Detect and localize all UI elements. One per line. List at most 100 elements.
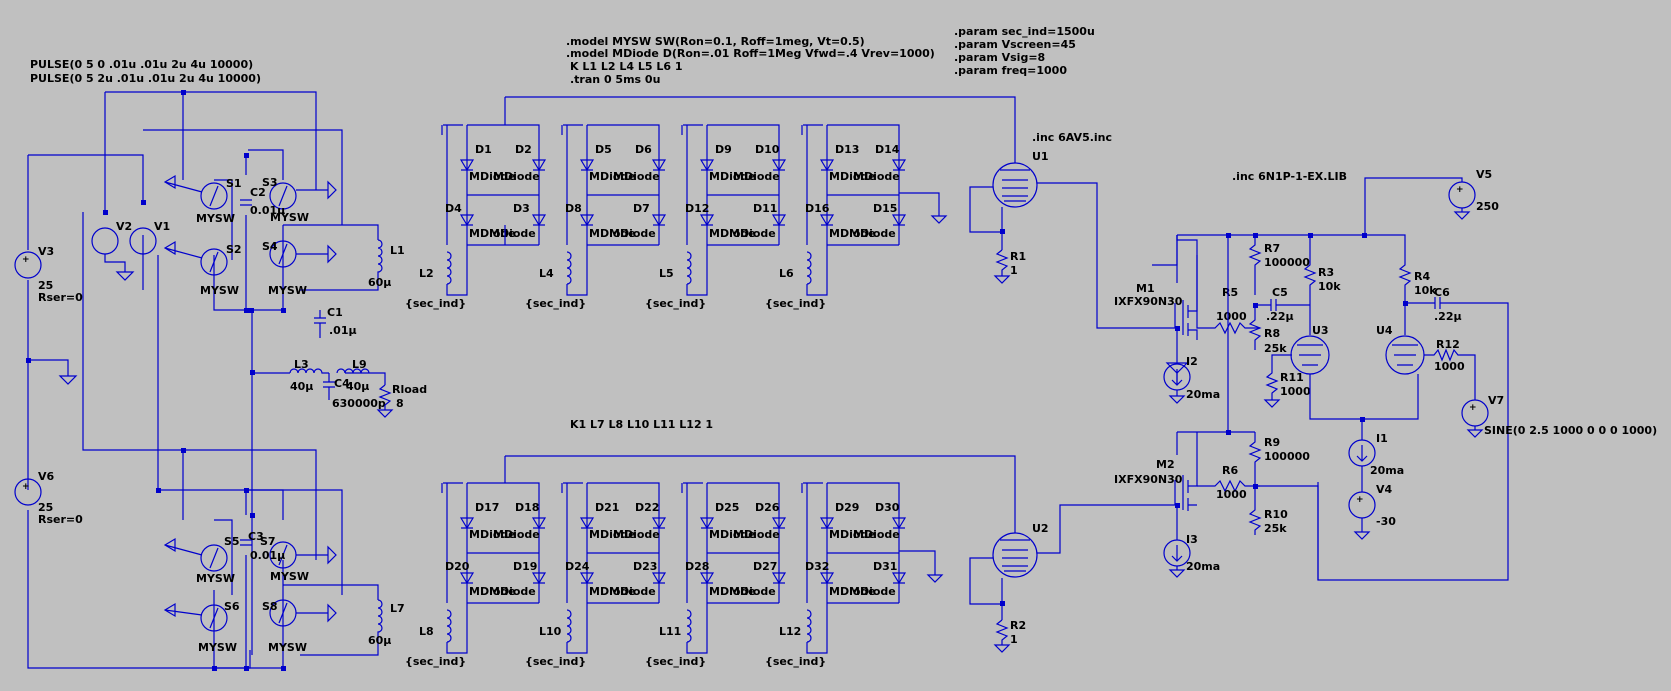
l9-value: 40µ [346, 380, 369, 393]
d19-model: MDiode [489, 585, 536, 598]
coupling-k1-directive: K1 L7 L8 L10 L11 L12 1 [570, 418, 713, 431]
l6-label: L6 [779, 267, 794, 280]
d11-model: MDiode [729, 227, 776, 240]
i3-label: I3 [1186, 533, 1198, 546]
diode-31 [891, 572, 907, 585]
i1-value: 20ma [1370, 464, 1404, 477]
l10-label: L10 [539, 625, 562, 638]
d23-label: D23 [633, 560, 657, 573]
model-sw-directive: .model MYSW SW(Ron=0.1, Roff=1meg, Vt=0.… [566, 35, 865, 48]
s5-label: S5 [224, 535, 240, 548]
d2-model: MDiode [493, 170, 540, 183]
model-diode-directive: .model MDiode D(Ron=.01 Roff=1Meg Vfwd=.… [566, 47, 935, 60]
d13-model: MDiode [829, 170, 876, 183]
d28-model: MDiode [709, 585, 756, 598]
l6-value: {sec_ind} [765, 297, 826, 310]
r6-value: 1000 [1216, 488, 1247, 501]
tran-directive: .tran 0 5ms 0u [570, 73, 660, 86]
d10-label: D10 [755, 143, 780, 156]
d6-model: MDiode [613, 170, 660, 183]
u3-label: U3 [1312, 324, 1329, 337]
r7-label: R7 [1264, 242, 1280, 255]
diode-21 [579, 517, 595, 530]
m2-label: M2 [1156, 458, 1175, 471]
pulse1-directive: PULSE(0 5 0 .01u .01u 2u 4u 10000) [30, 58, 253, 71]
diode-2 [531, 159, 547, 172]
diode-13 [819, 159, 835, 172]
d8-model: MDiode [589, 227, 636, 240]
d5-model: MDiode [589, 170, 636, 183]
l7-label: L7 [390, 602, 405, 615]
v5-value: 250 [1476, 200, 1499, 213]
diode-14 [891, 159, 907, 172]
spice-directives: PULSE(0 5 0 .01u .01u 2u 4u 10000) PULSE… [30, 25, 1347, 431]
u4-label: U4 [1376, 324, 1393, 337]
diode-12 [699, 214, 715, 227]
d21-label: D21 [595, 501, 619, 514]
v7-value: SINE(0 2.5 1000 0 0 0 1000) [1484, 424, 1657, 437]
l2-label: L2 [419, 267, 434, 280]
r10-label: R10 [1264, 508, 1288, 521]
c6-label: C6 [1434, 286, 1450, 299]
r4-value: 10k [1414, 284, 1437, 297]
coil-L12 [806, 609, 812, 643]
d22-model: MDiode [613, 528, 660, 541]
d22-label: D22 [635, 501, 659, 514]
coupling-k-directive: K L1 L2 L4 L5 L6 1 [570, 60, 682, 73]
v6-value: 25 [38, 501, 53, 514]
l8-value: {sec_ind} [405, 655, 466, 668]
diode-27 [771, 572, 787, 585]
param-sec-ind: .param sec_ind=1500u [954, 25, 1095, 38]
diode-7 [651, 214, 667, 227]
d31-label: D31 [873, 560, 897, 573]
pulse2-directive: PULSE(0 5 2u .01u .01u 2u 4u 10000) [30, 72, 261, 85]
r9-value: 100000 [1264, 450, 1310, 463]
diode-28 [699, 572, 715, 585]
d27-model: MDiode [729, 585, 776, 598]
d25-model: MDiode [709, 528, 756, 541]
svg-text:+: + [1356, 495, 1364, 505]
d15-model: MDiode [849, 227, 896, 240]
d15-label: D15 [873, 202, 897, 215]
svg-text:+: + [22, 255, 30, 265]
d7-model: MDiode [609, 227, 656, 240]
d17-model: MDiode [469, 528, 516, 541]
svg-text:+: + [22, 482, 30, 492]
s1-label: S1 [226, 177, 242, 190]
l8-label: L8 [419, 625, 434, 638]
c4-value: 630000p [332, 397, 386, 410]
v6-label: V6 [38, 470, 55, 483]
v5-label: V5 [1476, 168, 1492, 181]
coil-L10 [566, 609, 572, 643]
l1-label: L1 [390, 244, 405, 257]
m2-model: IXFX90N30 [1114, 473, 1183, 486]
d8-label: D8 [565, 202, 582, 215]
d26-label: D26 [755, 501, 780, 514]
s7-model: MYSW [270, 570, 309, 583]
coil-L2 [446, 251, 452, 285]
diode-15 [891, 214, 907, 227]
d3-label: D3 [513, 202, 530, 215]
v3-value: 25 [38, 279, 53, 292]
coil-L11 [686, 609, 692, 643]
r9-label: R9 [1264, 436, 1280, 449]
coil-L5 [686, 251, 692, 285]
diode-9 [699, 159, 715, 172]
c1-value: .01µ [329, 324, 357, 337]
l1-value: 60µ [368, 276, 391, 289]
c6-value: .22µ [1434, 310, 1462, 323]
d17-label: D17 [475, 501, 499, 514]
l2-value: {sec_ind} [405, 297, 466, 310]
d4-model: MDiode [469, 227, 516, 240]
s3-model: MYSW [270, 211, 309, 224]
d30-model: MDiode [853, 528, 900, 541]
diode-19 [531, 572, 547, 585]
diode-16 [819, 214, 835, 227]
r6-label: R6 [1222, 464, 1238, 477]
d1-label: D1 [475, 143, 492, 156]
s2-label: S2 [226, 243, 242, 256]
diode-22 [651, 517, 667, 530]
d12-model: MDiode [709, 227, 756, 240]
v3-label: V3 [38, 245, 54, 258]
r12-value: 1000 [1434, 360, 1465, 373]
